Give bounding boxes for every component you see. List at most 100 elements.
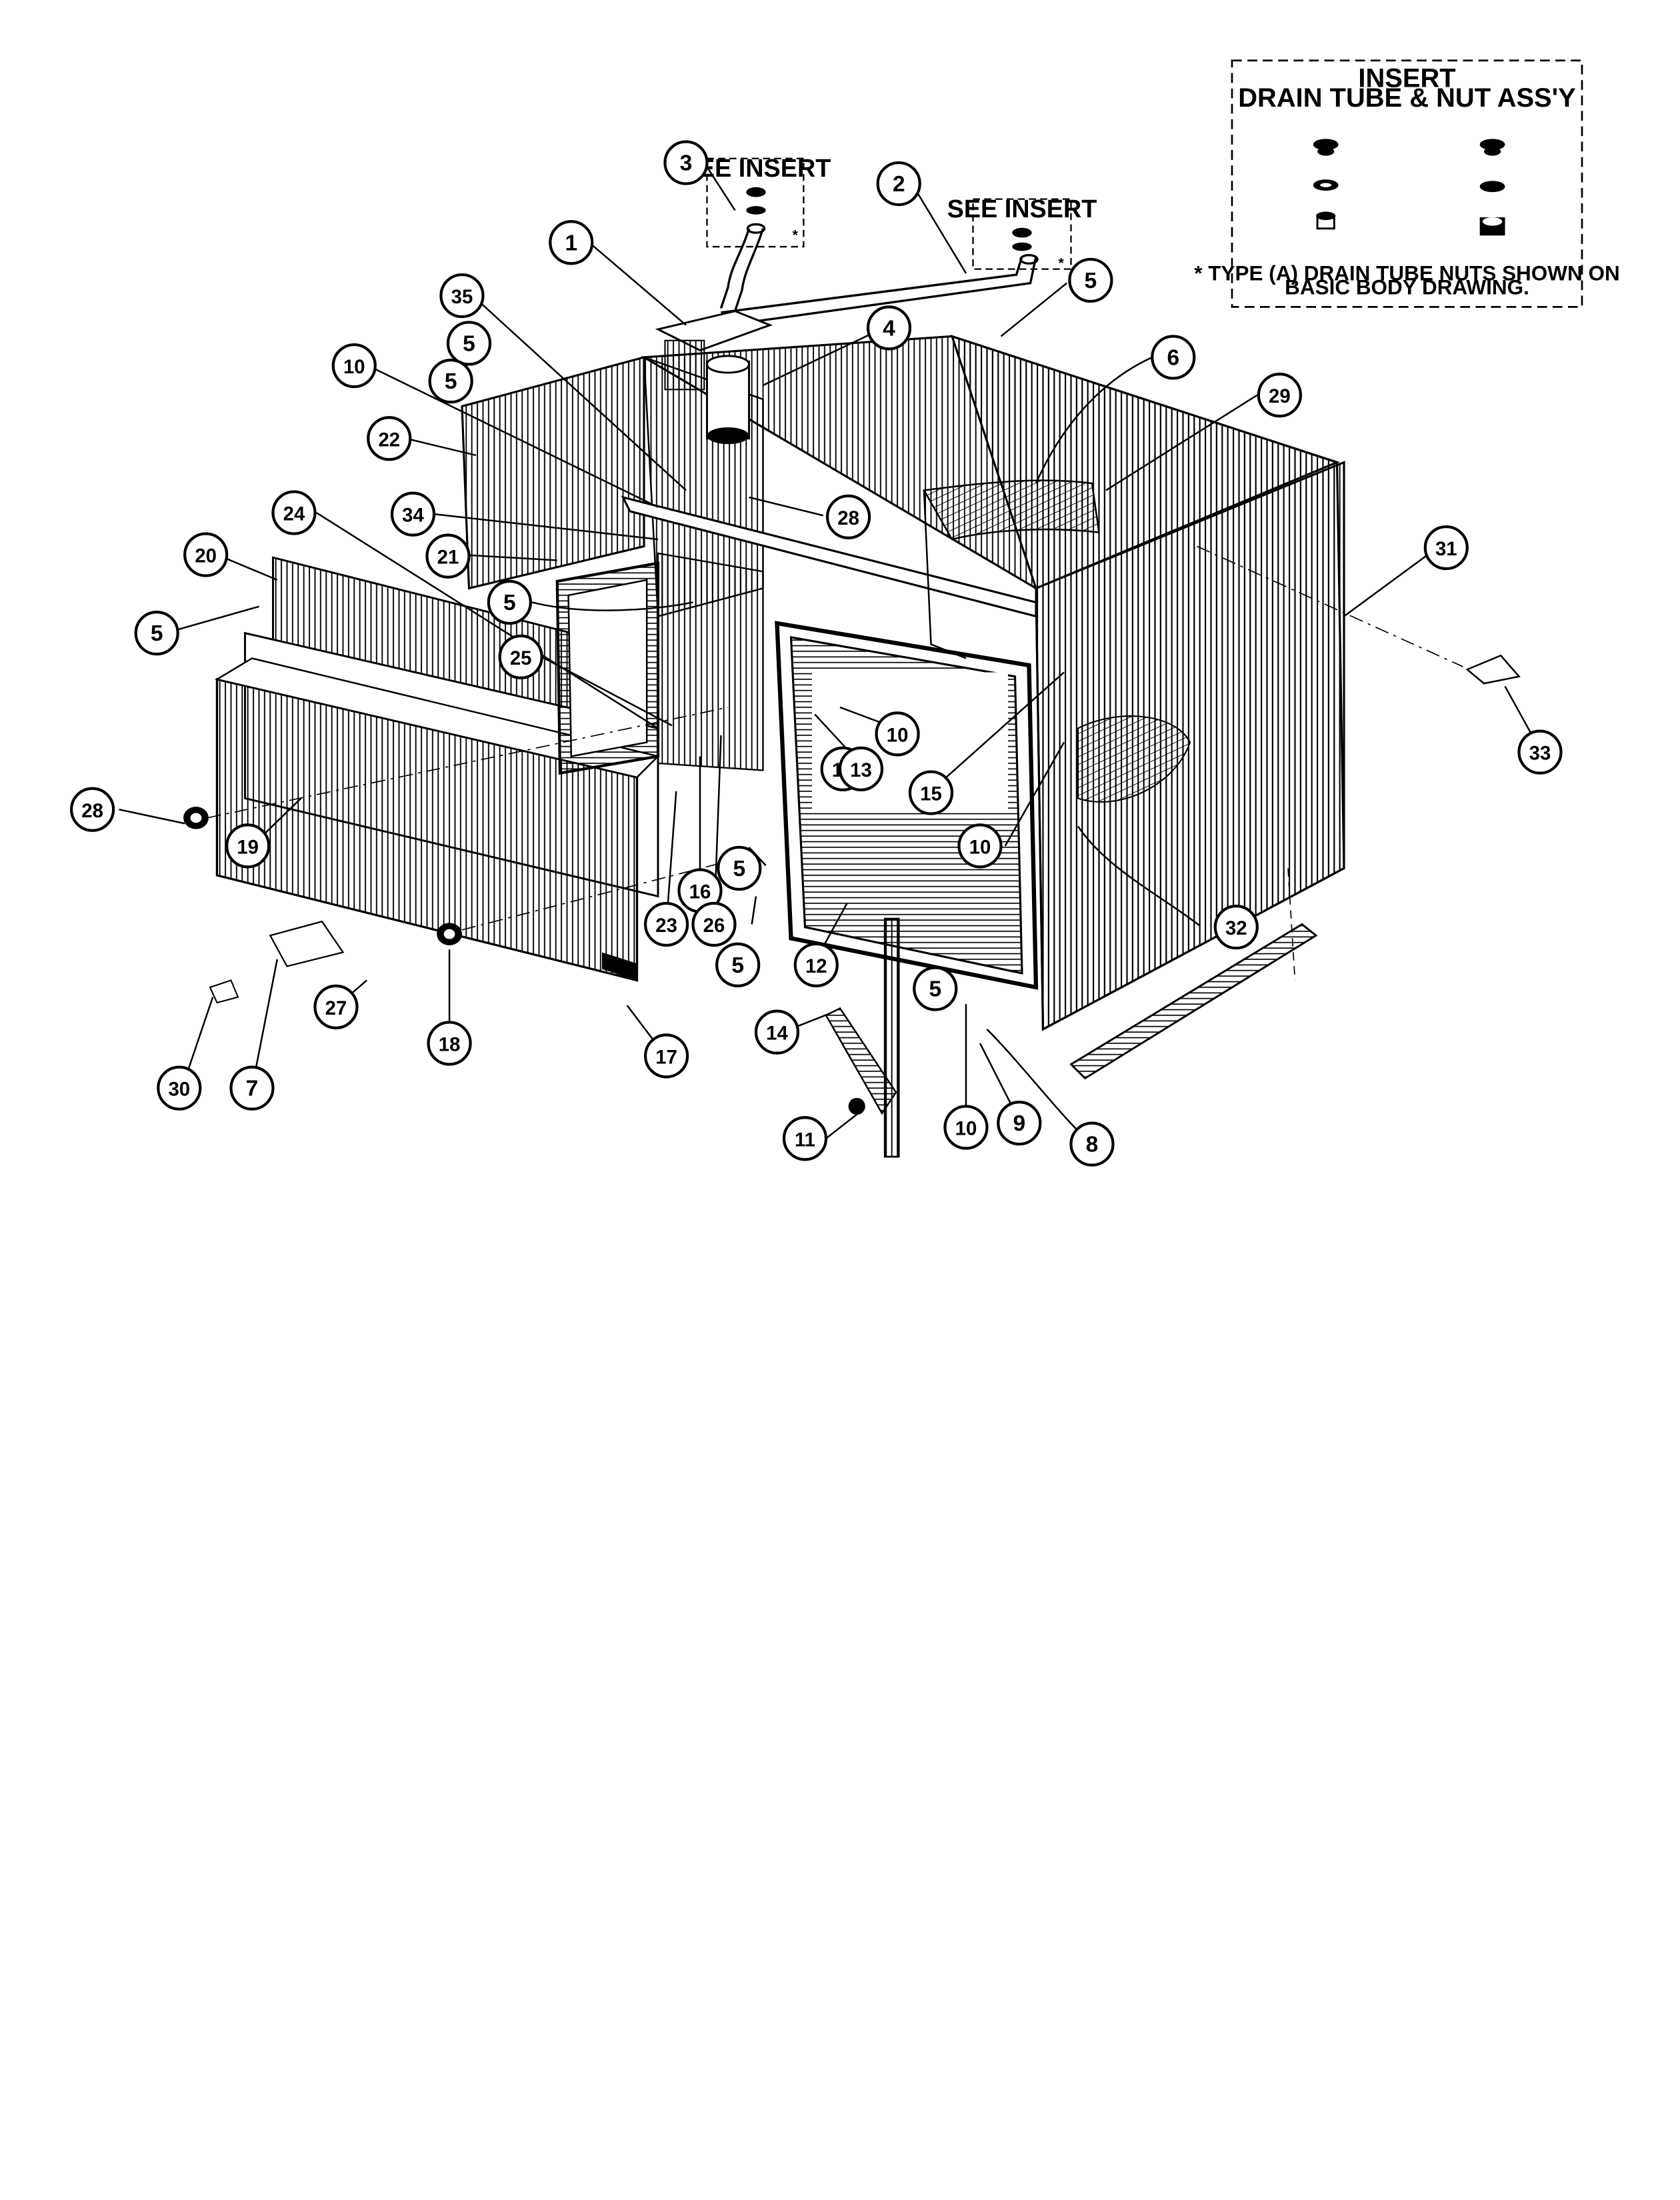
callout-18: 18 <box>427 1021 472 1066</box>
asterisk-right: * <box>1059 256 1065 271</box>
callout-circle <box>876 161 921 207</box>
callout-circle <box>390 491 436 537</box>
callout-number: 31 <box>1435 538 1457 560</box>
callout-7: 7 <box>229 1065 275 1111</box>
callout-circle <box>183 532 229 577</box>
callout-circle <box>782 1116 828 1161</box>
drain-tubes <box>719 223 1039 327</box>
callout-circle <box>1517 729 1563 775</box>
callout-circle <box>70 787 115 832</box>
insert-subtitle: DRAIN TUBE & NUT ASS'Y <box>1238 83 1575 113</box>
callout-number: 29 <box>1269 385 1291 407</box>
callout-layer: 1234555555556789101010101011121314151617… <box>70 140 1563 1167</box>
callout-27: 27 <box>313 984 359 1029</box>
callout-number: 3 <box>680 151 693 176</box>
callout-29: 29 <box>1257 373 1302 418</box>
callout-28: 28 <box>70 787 115 832</box>
callout-3: 3 <box>663 140 709 185</box>
callout-number: 28 <box>837 507 859 529</box>
asterisk-left: * <box>793 228 799 243</box>
callout-number: 23 <box>655 915 677 937</box>
callout-circle <box>271 490 317 535</box>
callout-number: 21 <box>437 547 459 569</box>
callout-number: 26 <box>703 915 725 937</box>
callout-22: 22 <box>367 416 412 461</box>
callout-number: 11 <box>795 1129 815 1151</box>
callout-5: 5 <box>487 579 532 625</box>
callout-circle <box>1213 905 1259 950</box>
callout-25: 25 <box>498 634 543 679</box>
callout-circle <box>913 966 958 1011</box>
callout-9: 9 <box>997 1101 1042 1146</box>
callout-circle <box>838 746 884 791</box>
callout-32: 32 <box>1213 905 1259 950</box>
callout-circle <box>793 942 839 987</box>
see-insert-box-right: SEE INSERT * <box>947 195 1097 271</box>
callout-6: 6 <box>1151 335 1196 380</box>
callout-number: 5 <box>151 621 163 646</box>
callout-circle <box>754 1009 800 1055</box>
callout-33: 33 <box>1517 729 1563 775</box>
callout-2: 2 <box>876 161 921 207</box>
callout-number: 1 <box>565 231 577 255</box>
callout-35: 35 <box>439 273 485 319</box>
callout-circle <box>425 533 471 579</box>
callout-20: 20 <box>183 532 229 577</box>
callout-circle <box>663 140 709 185</box>
callout-number: 35 <box>451 286 473 308</box>
callout-number: 9 <box>1013 1111 1025 1136</box>
callout-26: 26 <box>691 901 737 947</box>
drain-nut-icon <box>1313 139 1505 236</box>
callout-circle <box>331 343 377 389</box>
callout-number: 18 <box>439 1034 461 1056</box>
callout-number: 10 <box>969 836 991 858</box>
callout-number: 5 <box>733 857 745 881</box>
callout-number: 17 <box>655 1046 677 1068</box>
callout-circle <box>549 220 594 265</box>
callout-number: 34 <box>402 505 424 527</box>
callout-circle <box>997 1101 1042 1146</box>
callout-11: 11 <box>782 1116 828 1161</box>
callout-13: 13 <box>838 746 884 791</box>
callout-circle <box>427 1021 472 1066</box>
callout-5: 5 <box>134 611 179 656</box>
callout-number: 33 <box>1529 743 1551 765</box>
callout-number: 22 <box>378 429 400 451</box>
callout-number: 4 <box>883 316 895 341</box>
callout-10: 10 <box>331 343 377 389</box>
callout-5: 5 <box>717 845 762 891</box>
callout-circle <box>1069 1121 1115 1167</box>
callout-number: 10 <box>343 356 365 378</box>
callout-14: 14 <box>754 1009 800 1055</box>
insert-title: INSERT <box>1358 64 1455 93</box>
callout-5: 5 <box>446 321 492 366</box>
callout-circle <box>1257 373 1302 418</box>
cabinet-body <box>183 310 1521 1158</box>
callout-circle <box>875 711 920 757</box>
callout-circle <box>487 579 532 625</box>
callout-number: 10 <box>955 1118 977 1140</box>
callout-number: 30 <box>168 1079 190 1101</box>
callout-30: 30 <box>157 1065 202 1111</box>
callout-circle <box>1068 257 1113 303</box>
callout-circle <box>439 273 485 319</box>
callout-5: 5 <box>715 942 761 987</box>
callout-21: 21 <box>425 533 471 579</box>
callout-number: 5 <box>731 953 744 978</box>
callout-12: 12 <box>793 942 839 987</box>
callout-31: 31 <box>1423 525 1469 571</box>
callout-number: 13 <box>850 759 872 781</box>
callout-15: 15 <box>908 770 954 815</box>
callout-number: 5 <box>503 591 516 615</box>
callout-number: 10 <box>887 724 909 746</box>
callout-circle <box>943 1105 989 1150</box>
leader-lines <box>119 162 1535 1145</box>
callout-number: 27 <box>325 997 347 1019</box>
callout-number: 20 <box>195 545 217 567</box>
insert-note-line2: BASIC BODY DRAWING. <box>1285 275 1529 299</box>
callout-circle <box>229 1065 275 1111</box>
callout-circle <box>715 942 761 987</box>
callout-number: 5 <box>1085 269 1097 293</box>
drain-tube-insert-box: INSERT DRAIN TUBE & NUT ASS'Y * TYPE (A)… <box>1194 59 1620 308</box>
callout-circle <box>367 416 412 461</box>
